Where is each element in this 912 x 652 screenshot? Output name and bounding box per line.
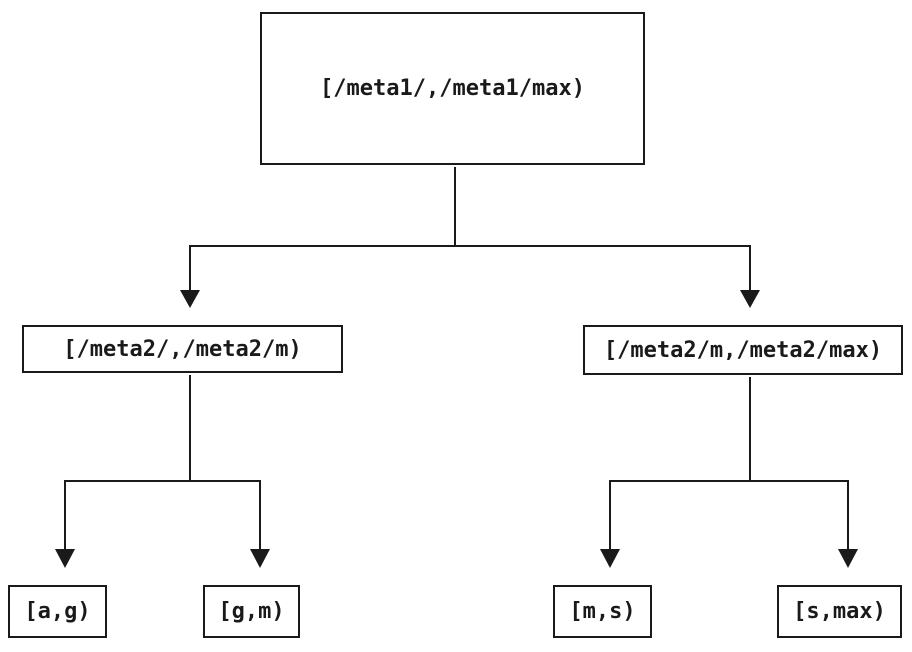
connector-right-to-children xyxy=(609,377,849,550)
node-leaf-a-g: [a,g) xyxy=(8,585,107,638)
node-label: [a,g) xyxy=(24,599,91,624)
node-label: [m,s) xyxy=(569,599,636,624)
node-label: [g,m) xyxy=(218,599,285,624)
node-leaf-m-s: [m,s) xyxy=(553,585,652,638)
arrow-down-icon xyxy=(838,549,858,568)
arrow-down-icon xyxy=(180,290,200,308)
arrow-down-icon xyxy=(600,549,620,568)
node-label: [s,max) xyxy=(793,599,886,624)
node-meta2-upper-interval: [/meta2/m,/meta2/max) xyxy=(583,325,903,375)
node-label: [/meta2/,/meta2/m) xyxy=(63,336,302,362)
node-leaf-s-max: [s,max) xyxy=(777,585,902,638)
node-leaf-g-m: [g,m) xyxy=(203,585,300,638)
connector-left-to-children xyxy=(64,375,261,550)
node-root-interval: [/meta1/,/meta1/max) xyxy=(260,12,645,165)
arrow-down-icon xyxy=(250,549,270,568)
connector-root-to-children xyxy=(189,167,751,291)
arrow-down-icon xyxy=(740,290,760,308)
node-label: [/meta1/,/meta1/max) xyxy=(320,76,585,101)
node-label: [/meta2/m,/meta2/max) xyxy=(603,337,883,363)
arrow-down-icon xyxy=(55,549,75,568)
node-meta2-lower-interval: [/meta2/,/meta2/m) xyxy=(22,325,343,373)
